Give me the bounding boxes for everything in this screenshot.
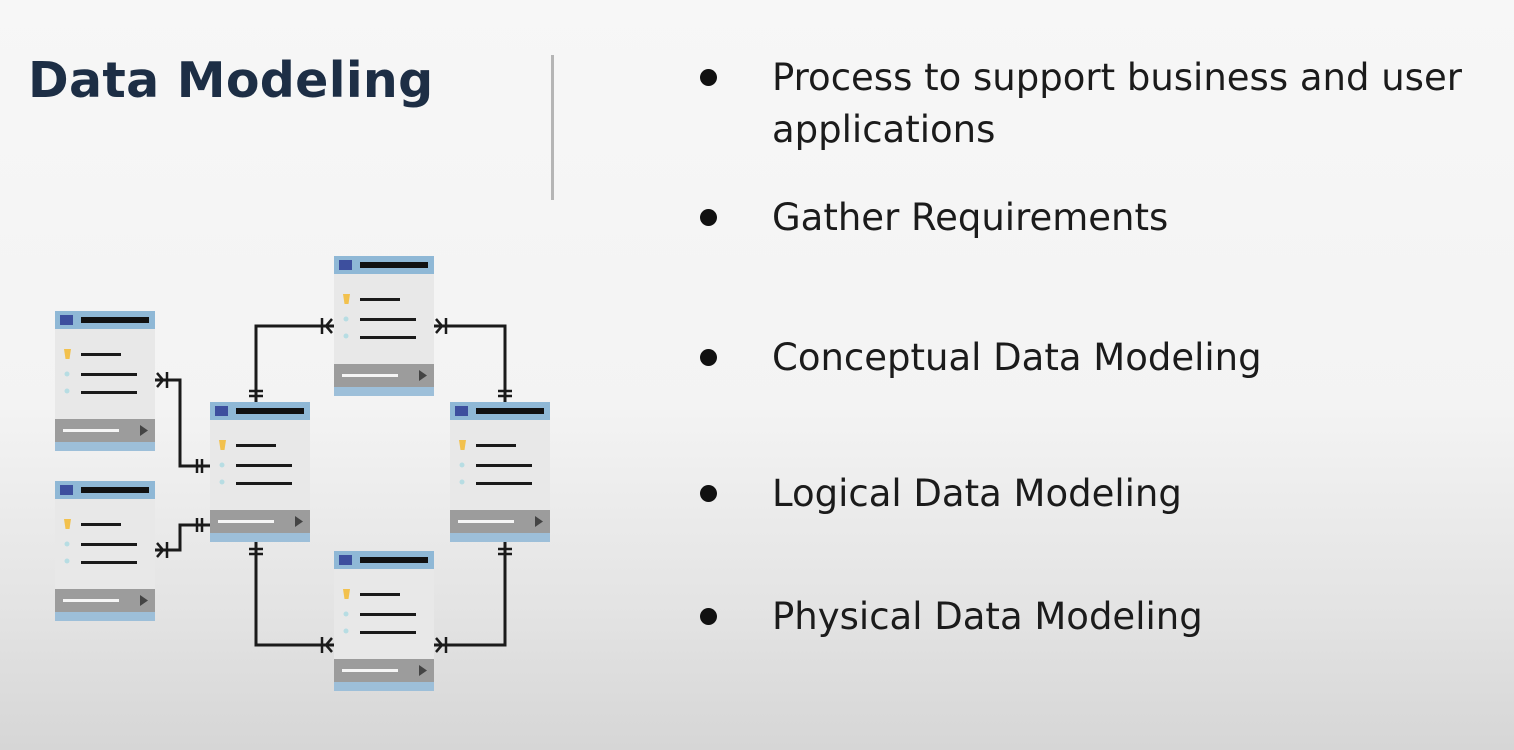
relationship-line (155, 378, 210, 468)
crows-foot-connector (435, 637, 448, 653)
table-icon (55, 481, 155, 621)
table-icon (334, 256, 434, 396)
bullet-dot-icon (700, 608, 717, 625)
bullet-dot-icon (700, 69, 717, 86)
crows-foot-connector (249, 547, 263, 556)
bullet-dot-icon (700, 209, 717, 226)
vertical-divider (551, 55, 554, 200)
er-diagram (55, 256, 550, 691)
table-icon (55, 311, 155, 451)
crows-foot-connector (498, 547, 512, 556)
bullet-item-physical: Physical Data Modeling (700, 591, 1480, 643)
bullet-item-conceptual: Conceptual Data Modeling (700, 332, 1480, 384)
crows-foot-connector (249, 389, 263, 398)
bullet-dot-icon (700, 349, 717, 366)
crows-foot-connector (195, 459, 204, 473)
relationship-line (434, 540, 507, 647)
relationship-line (254, 540, 334, 647)
table-icon (334, 551, 434, 691)
crows-foot-connector (156, 372, 169, 388)
bullet-dot-icon (700, 485, 717, 502)
bullet-text: Logical Data Modeling (772, 472, 1182, 515)
crows-foot-connector (320, 637, 333, 653)
relationship-line (434, 324, 507, 403)
bullet-text: Process to support business and user app… (772, 56, 1462, 151)
relationship-line (254, 324, 334, 403)
bullet-item-process: Process to support business and user app… (700, 52, 1480, 156)
table-icon (450, 402, 550, 542)
slide-title: Data Modeling (28, 52, 434, 109)
table-icon (210, 402, 310, 542)
bullet-text: Gather Requirements (772, 196, 1169, 239)
crows-foot-connector (195, 518, 204, 532)
crows-foot-connector (320, 318, 333, 334)
crows-foot-connector (156, 542, 169, 558)
bullet-text: Conceptual Data Modeling (772, 336, 1262, 379)
bullet-item-gather-requirements: Gather Requirements (700, 192, 1480, 244)
bullet-item-logical: Logical Data Modeling (700, 468, 1480, 520)
crows-foot-connector (435, 318, 448, 334)
bullet-text: Physical Data Modeling (772, 595, 1203, 638)
crows-foot-connector (498, 389, 512, 398)
